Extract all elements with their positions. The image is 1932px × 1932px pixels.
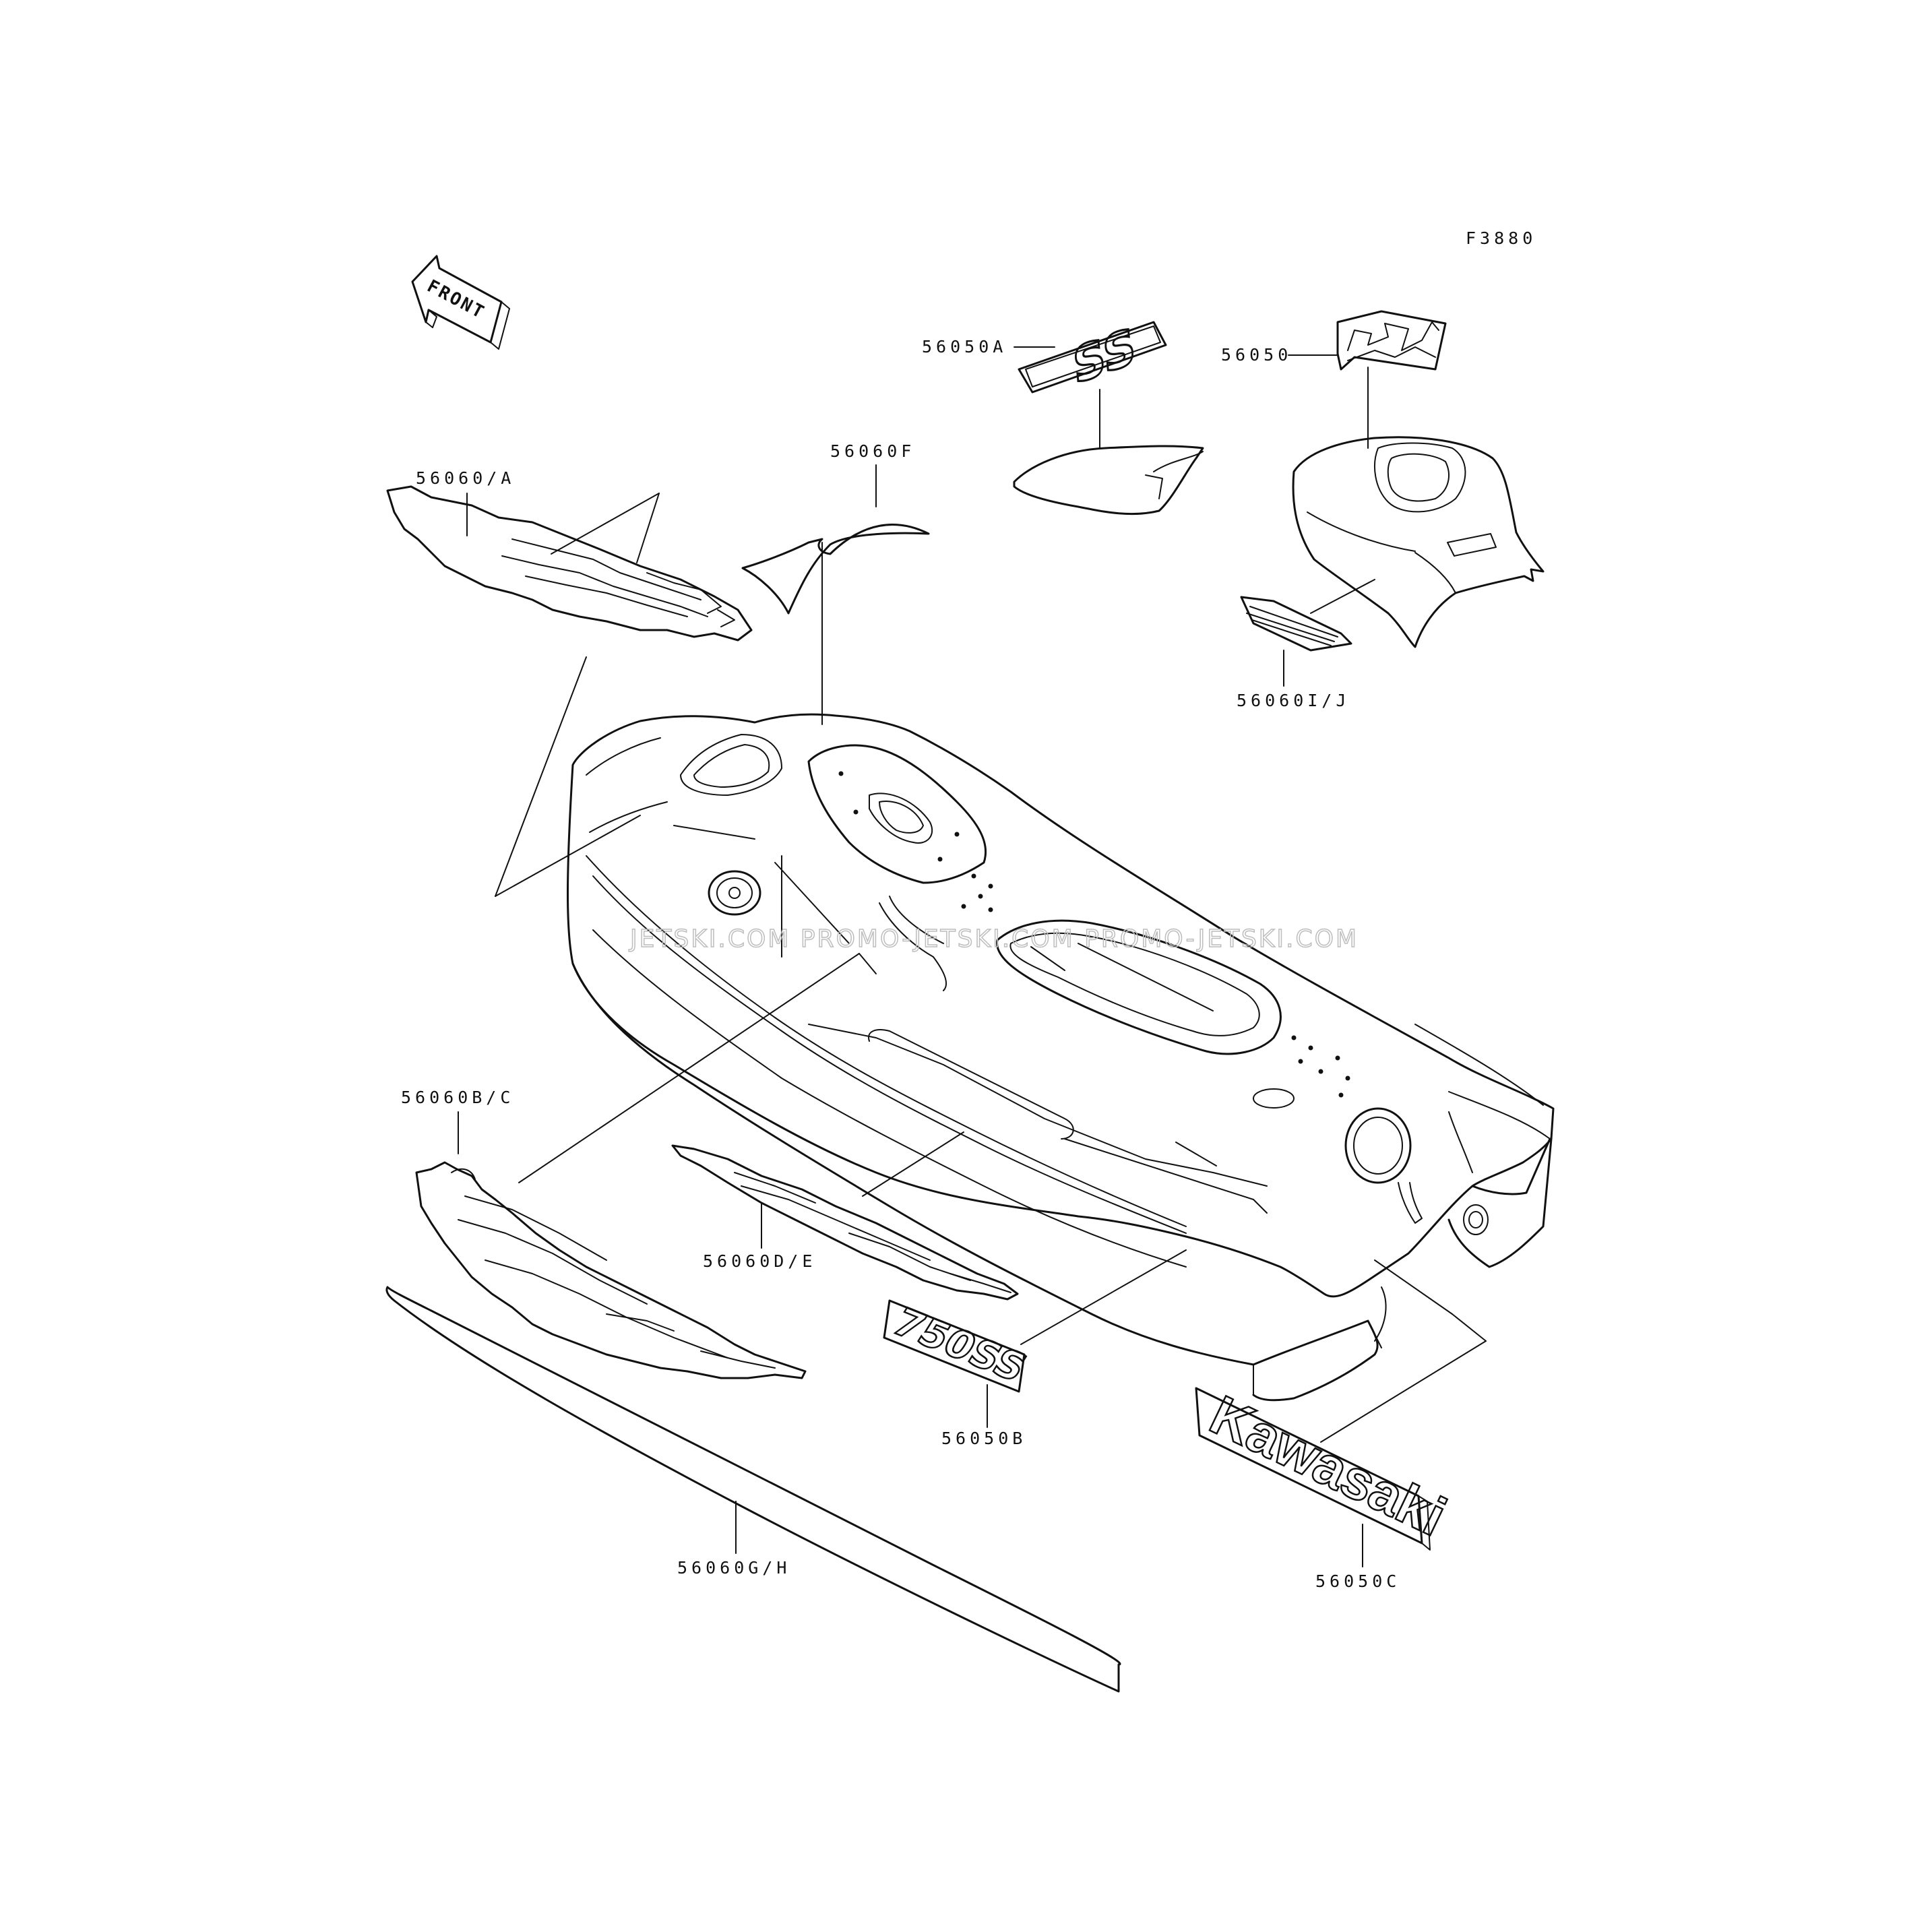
label-56060IJ-text: 56060I/J	[1237, 691, 1350, 710]
label-56050C: 56050C	[1315, 1524, 1400, 1591]
label-56060F: 56060F	[830, 441, 915, 507]
label-56060DE-text: 56060D/E	[703, 1251, 816, 1271]
label-56050B: 56050B	[941, 1384, 1026, 1448]
decal-kawasaki: Kawasaki	[1195, 1383, 1456, 1551]
label-56060IJ: 56060I/J	[1237, 650, 1350, 710]
label-56060GH: 56060G/H	[677, 1501, 790, 1578]
decal-side-56060A	[386, 485, 753, 897]
label-56050C-text: 56050C	[1315, 1571, 1400, 1591]
label-56050A: 56050A	[922, 337, 1055, 356]
jetski-hull	[518, 713, 1555, 1443]
label-56050A-text: 56050A	[922, 337, 1007, 356]
label-56060A: 56060/A	[416, 468, 515, 536]
rear-seat-cowl	[1292, 436, 1545, 648]
decal-stripe-56060IJ	[1240, 596, 1352, 652]
front-arrow-label: FRONT	[424, 276, 489, 323]
brand-decal-text: Kawasaki	[1201, 1384, 1455, 1548]
model-decal-text: 750SS	[885, 1300, 1036, 1390]
label-56060BC-text: 56060B/C	[401, 1088, 514, 1107]
decal-56060F	[741, 524, 930, 725]
decal-logo-56050	[1336, 310, 1447, 449]
decal-750ss: 750SS	[883, 1299, 1036, 1393]
decal-ss-top: SS	[1018, 315, 1167, 397]
decal-side-56060DE	[671, 1144, 1019, 1301]
label-56060BC: 56060B/C	[401, 1088, 514, 1154]
decal-stripe-56060GH	[385, 1286, 1121, 1693]
label-56060A-text: 56060/A	[416, 468, 515, 488]
label-56050B-text: 56050B	[941, 1429, 1026, 1448]
label-56050-text: 56050	[1221, 345, 1292, 365]
front-arrow-icon: FRONT	[411, 255, 510, 350]
label-56060F-text: 56060F	[830, 441, 915, 461]
label-56050: 56050	[1221, 345, 1338, 365]
figure-code: F3880	[1466, 228, 1536, 248]
watermark: JETSKI.COM PROMO-JETSKI.COM PROMO-JETSKI…	[629, 925, 1359, 953]
label-56060GH-text: 56060G/H	[677, 1558, 790, 1578]
label-56060DE: 56060D/E	[703, 1202, 816, 1271]
seat-cover-small	[1013, 389, 1204, 516]
ss-decal-text: SS	[1071, 317, 1138, 396]
decal-side-56060BC	[415, 1161, 807, 1379]
